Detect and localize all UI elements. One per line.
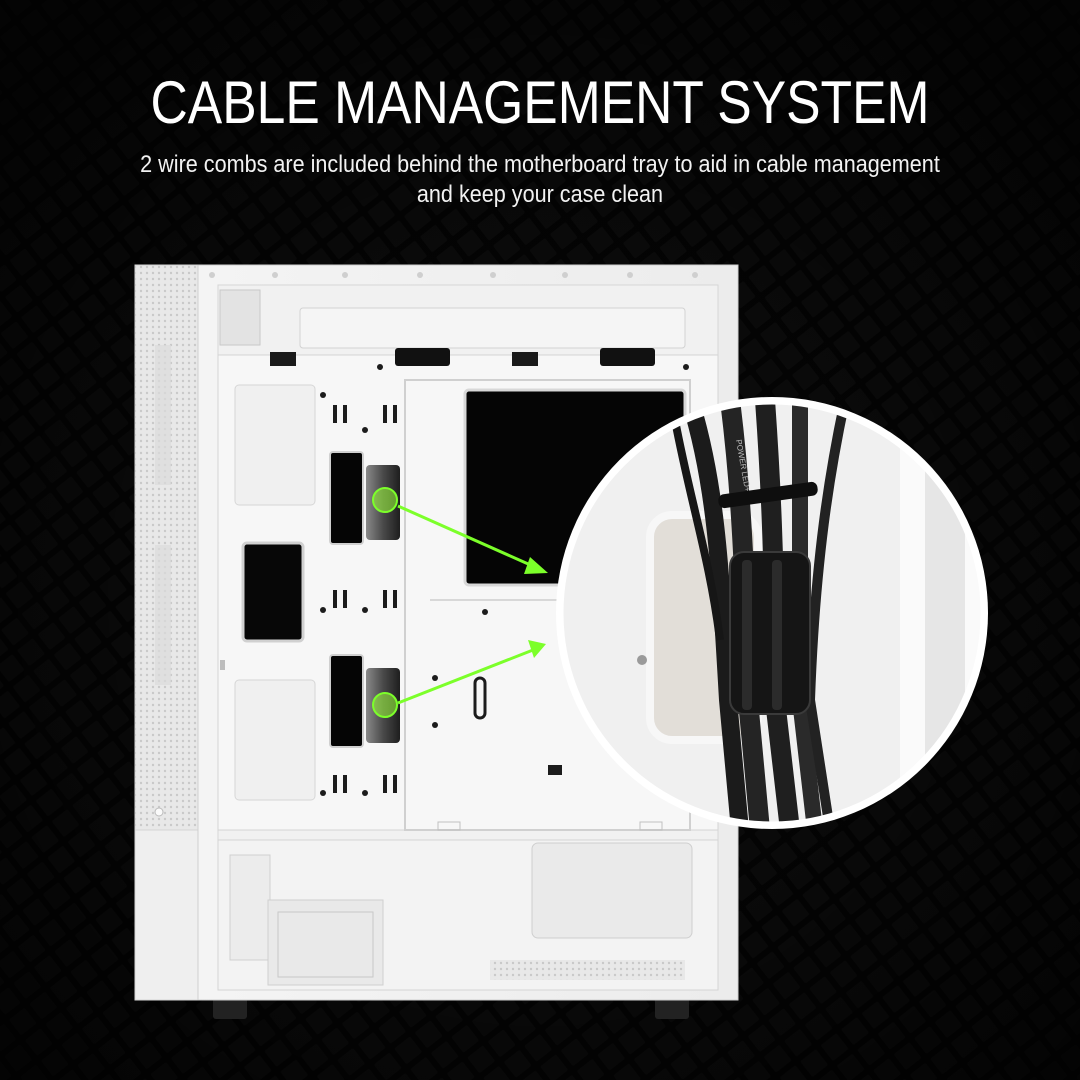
routing-cutout-upper xyxy=(329,451,364,545)
routing-cutout-lower xyxy=(329,654,364,748)
cable-tie xyxy=(718,481,818,509)
green-highlight-circle xyxy=(372,487,398,513)
green-highlight-circle xyxy=(372,692,398,718)
feature-description: 2 wire combs are included behind the mot… xyxy=(140,151,940,208)
drive-cage xyxy=(267,899,384,986)
zoom-circle: POWER LED+ xyxy=(556,397,988,829)
green-arrow xyxy=(397,504,548,574)
case-foot xyxy=(655,995,689,1019)
page-title: CABLE MANAGEMENT SYSTEM xyxy=(150,69,930,136)
case-foot xyxy=(213,995,247,1019)
green-arrow xyxy=(397,640,546,705)
